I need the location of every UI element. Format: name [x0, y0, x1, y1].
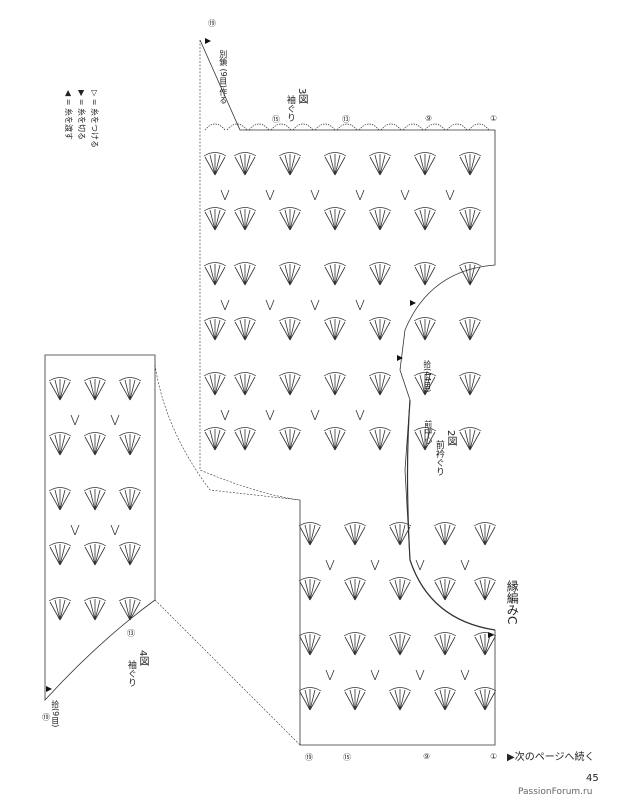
fig2-center: 前中心 [423, 420, 433, 444]
fig4-subtitle: 袖ぐり [125, 660, 136, 687]
thread-markers [46, 38, 494, 692]
row-marker-19: ⑲ [208, 19, 216, 28]
row-marker-1: ① [490, 114, 498, 123]
fig4-chart [44, 354, 301, 746]
row-marker-13: ⑬ [342, 115, 350, 124]
shell-pattern-fig4 [48, 377, 142, 621]
fig3-chart [199, 39, 496, 501]
row-marker-9: ⑨ [425, 114, 433, 123]
continue-note: ▶次のページへ続く [507, 752, 595, 763]
row-marker-15: ⑮ [272, 115, 280, 124]
row-marker-15b: ⑮ [343, 753, 351, 762]
legend-cross: ◀ = 糸を渡す [64, 90, 73, 140]
row-marker-19b: ⑲ [305, 753, 313, 762]
row-marker-13c: ⑬ [127, 629, 135, 638]
row-marker-9b: ⑨ [423, 752, 431, 761]
shell-pattern-main [203, 152, 482, 451]
fig4-note: 拾(9目) [50, 700, 60, 728]
row-marker-1b: ① [490, 752, 498, 761]
legend-cut: ▶ = 糸を切る [77, 90, 86, 140]
watermark: PassionForum.ru [518, 787, 593, 797]
row-marker-19c: ⑲ [42, 713, 50, 722]
fig3-subtitle: 袖ぐり [284, 95, 295, 122]
page-number: 45 [586, 773, 599, 784]
fig2-title: 2図 [445, 430, 456, 447]
fig2-note: 拾(44目) [422, 360, 432, 393]
fig3-title: 3図 [296, 88, 307, 105]
legend-join: ▷ = 糸をつける [90, 90, 99, 148]
fig2-subtitle: 前衿ぐり [433, 440, 444, 476]
legend: ▷ = 糸をつける ▶ = 糸を切る ◀ = 糸を渡す [61, 90, 100, 148]
fig3-note: 別鎖 (9目)作る [218, 50, 228, 104]
fig4-title: 4図 [137, 650, 148, 667]
shell-pattern-lower [298, 522, 497, 711]
fig2-chart [299, 399, 496, 746]
section-title: 縁編みC [505, 580, 520, 625]
